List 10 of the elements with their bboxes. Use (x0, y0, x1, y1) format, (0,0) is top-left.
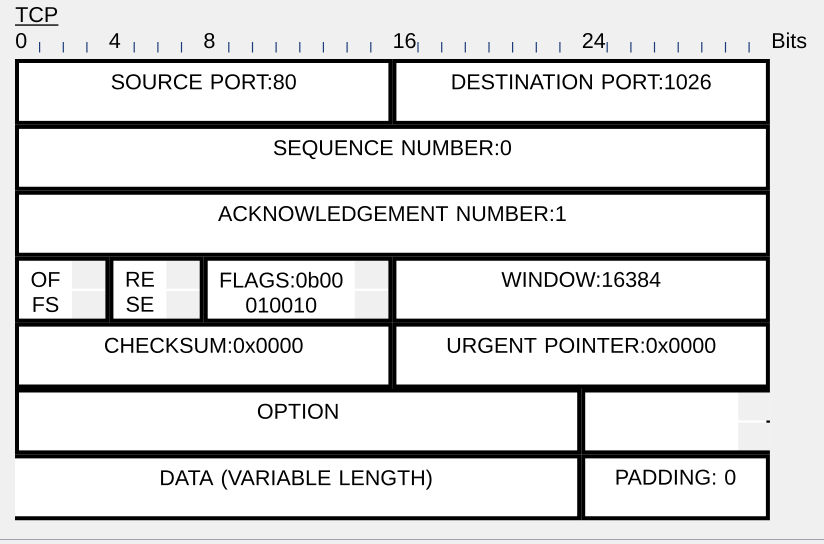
field-box: OF FS (15, 256, 110, 323)
field-box: SOURCE PORT:80 (15, 59, 392, 125)
bit-number: 16 (394, 32, 416, 48)
field-box: DESTINATION PORT:1026 (392, 59, 770, 125)
field-box: FLAGS:0b00 010010 (204, 256, 392, 323)
field-box: RE SE (109, 256, 204, 323)
unit-label: Bits (772, 32, 806, 48)
field-box: PADDING: 0 (581, 454, 770, 520)
title: TCP (15, 6, 58, 26)
field-box (581, 388, 770, 454)
